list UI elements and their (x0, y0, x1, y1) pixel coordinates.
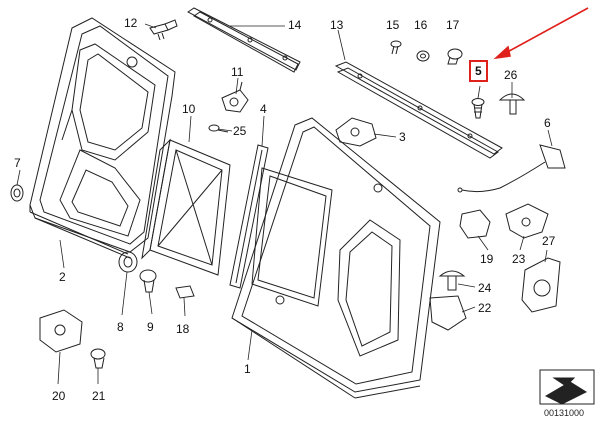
part-15-screw (390, 40, 402, 55)
part-14-upper-rail (187, 7, 301, 73)
part-24-plug (438, 270, 466, 291)
part-22-trim-cap (429, 295, 467, 331)
callout-27: 27 (542, 234, 556, 248)
callout-4: 4 (260, 102, 267, 116)
part-11-latch-bracket (221, 81, 249, 113)
callout-23: 23 (512, 252, 526, 266)
part-7-bushing (10, 184, 24, 202)
callout-11: 11 (231, 65, 244, 79)
highlight-arrow (493, 7, 589, 60)
callout-20: 20 (52, 389, 66, 403)
part-17-bolt (447, 48, 463, 65)
callout-10: 10 (182, 102, 196, 116)
part-10-panel-frame (141, 138, 231, 276)
callout-5-highlighted: 5 (469, 60, 488, 82)
part-13-lower-rail (334, 61, 503, 159)
part-26-button-clip (498, 93, 526, 115)
callout-3: 3 (399, 130, 406, 144)
callout-9: 9 (147, 320, 154, 334)
callout-19: 19 (480, 252, 494, 266)
diagram-code: 00131000 (544, 408, 585, 418)
part-1-backrest-frame-right (231, 117, 441, 399)
callout-7: 7 (14, 156, 21, 170)
part-21-bolt (90, 348, 106, 369)
part-16-nut (416, 50, 430, 62)
part-5-expanding-rivet (471, 98, 485, 119)
callout-25: 25 (233, 124, 247, 138)
part-2-backrest-frame-left (29, 17, 176, 259)
callout-26: 26 (504, 68, 518, 82)
part-23-hinge (505, 203, 549, 239)
part-3-lock-mechanism (335, 117, 377, 147)
callout-24: 24 (478, 281, 492, 295)
orientation-arrow-icon (539, 369, 595, 405)
callout-17: 17 (446, 18, 460, 32)
callout-21: 21 (92, 389, 106, 403)
callout-12: 12 (124, 16, 138, 30)
part-25-pin (208, 124, 229, 133)
part-8-bushing (118, 251, 138, 273)
part-12-clip (149, 19, 178, 41)
callout-1: 1 (244, 362, 251, 376)
callout-15: 15 (386, 18, 400, 32)
part-19-bracket (459, 209, 491, 239)
callout-18: 18 (176, 322, 190, 336)
part-27-cover (521, 257, 561, 313)
part-9-screw (139, 269, 157, 293)
callout-14: 14 (288, 18, 302, 32)
callout-16: 16 (414, 18, 428, 32)
callout-6: 6 (544, 116, 551, 130)
part-20-striker (39, 309, 83, 353)
part-4-trim-strip (229, 144, 269, 289)
part-18-clip (175, 285, 195, 299)
callout-8: 8 (117, 320, 124, 334)
part-6-cable (457, 144, 566, 193)
callout-2: 2 (59, 270, 66, 284)
callout-13: 13 (330, 18, 344, 32)
callout-22: 22 (478, 301, 492, 315)
leader-lines (16, 23, 553, 385)
